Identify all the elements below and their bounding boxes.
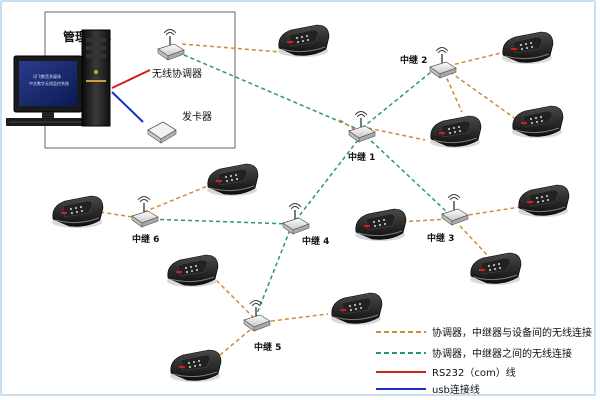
monitor-screen	[19, 61, 77, 106]
relay-3-label: 中继 3	[427, 232, 454, 244]
terminal-device	[169, 349, 222, 383]
relay-5	[243, 299, 271, 332]
monitor-text-line2: 中文数字无线监控系统	[29, 80, 69, 86]
terminal-device	[511, 105, 564, 139]
terminal-device	[354, 208, 407, 242]
coordinator-label: 无线协调器	[152, 67, 202, 80]
terminal-device	[166, 254, 219, 288]
relay-6	[131, 195, 159, 228]
terminal-device	[330, 292, 383, 326]
relay-2-label: 中继 2	[400, 54, 427, 66]
legend-label-relay-link: 协调器，中继器之间的无线连接	[432, 347, 572, 360]
terminal-device	[51, 195, 104, 229]
relay-5-label: 中继 5	[254, 341, 281, 353]
relay-6-label: 中继 6	[132, 233, 159, 245]
legend-label-rs232: RS232（com）线	[432, 366, 516, 379]
rs232-cable	[111, 69, 151, 89]
card-issuer-label: 发卡器	[182, 110, 212, 123]
legend: 协调器，中继器与设备间的无线连接 协调器，中继器之间的无线连接 RS232（co…	[376, 326, 592, 396]
legend-label-device-link: 协调器，中继器与设备间的无线连接	[432, 326, 592, 339]
pc-tower	[81, 29, 111, 127]
relay-links	[146, 54, 449, 317]
relay-4-label: 中继 4	[302, 235, 329, 247]
card-issuer	[147, 121, 177, 144]
relay-2	[429, 46, 457, 79]
relay-3	[441, 193, 469, 226]
terminal-device	[277, 24, 330, 58]
terminal-device	[469, 252, 522, 286]
computer: 讯飞数音多媒体 中文数字无线监控系统	[6, 29, 111, 127]
terminal-device	[206, 163, 259, 197]
legend-label-usb: usb连接线	[432, 383, 480, 396]
terminal-device	[517, 184, 570, 218]
monitor-text-line1: 讯飞数音多媒体	[33, 73, 61, 79]
usb-cable	[111, 91, 144, 123]
terminal-device	[429, 115, 482, 149]
device-links	[99, 43, 521, 356]
relay-1-label: 中继 1	[348, 151, 375, 163]
terminal-device	[501, 31, 554, 65]
